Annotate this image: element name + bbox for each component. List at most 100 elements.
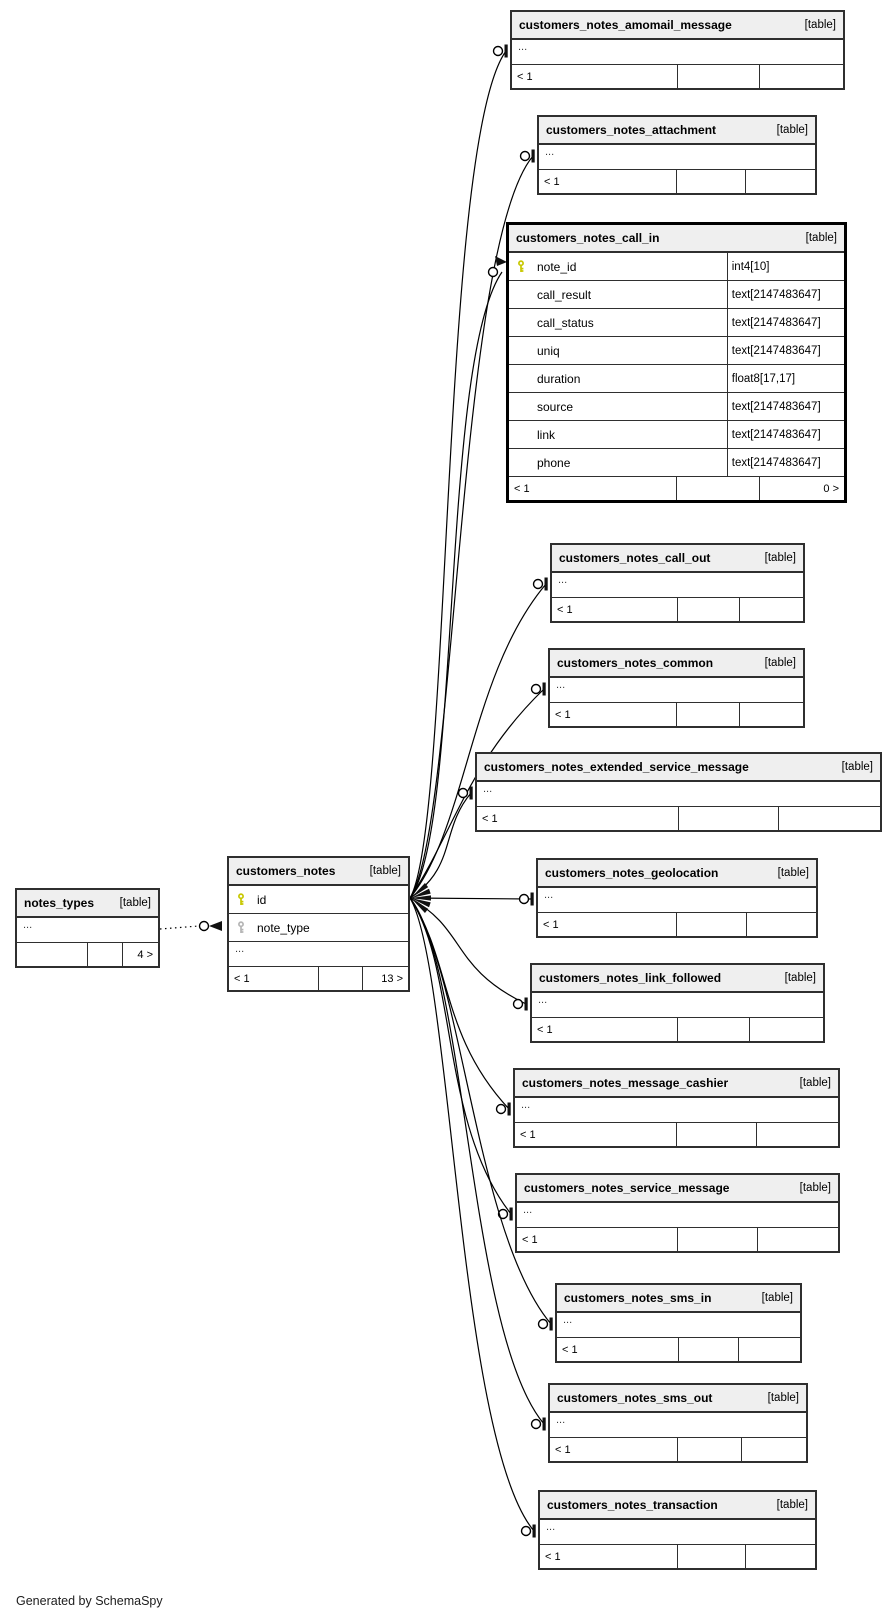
table-name[interactable]: customers_notes_transaction [547,1498,718,1512]
footer-cell [678,1018,751,1041]
table-node-customers-notes-sms-in[interactable]: customers_notes_sms_in[table]...< 1 [555,1283,802,1363]
footer-cell [746,170,815,193]
cardinality-zero-circle [487,266,499,278]
table-type-label: [table] [777,867,809,879]
key-glyph [238,921,244,933]
edge-curve-customers-notes-transaction [409,897,535,1532]
table-footer: 4 > [17,943,158,966]
hub-arrowhead [411,883,429,898]
table-type-label: [table] [119,897,151,909]
footer-cell [677,913,747,936]
table-node-customers-notes-sms-out[interactable]: customers_notes_sms_out[table]...< 1 [548,1383,808,1463]
column-name: source [537,399,574,414]
footer-cell [678,1228,758,1251]
edge-curve-customers-notes-link-followed [409,897,527,1005]
footer-cell [746,1545,815,1568]
table-name[interactable]: customers_notes_attachment [546,123,717,137]
table-footer: < 1 [540,1545,815,1568]
column-type: text[2147483647] [726,337,844,364]
footer-cell [678,598,741,621]
table-name[interactable]: customers_notes [236,864,336,878]
cardinality-zero-circle [520,1525,532,1537]
more-columns-ellipsis: ... [540,1520,815,1545]
table-node-customers-notes-geolocation[interactable]: customers_notes_geolocation[table]...< 1 [536,858,818,938]
more-columns-ellipsis: ... [512,40,843,65]
primary-key-icon [509,260,537,273]
footer-cell [742,1438,806,1461]
table-header: customers_notes_sms_in[table] [557,1285,800,1313]
table-node-notes-types[interactable]: notes_types[table]...4 > [15,888,160,968]
table-footer: < 1 13 > [229,967,408,990]
footer-cell [760,65,843,88]
table-name[interactable]: customers_notes_call_in [516,231,660,245]
footer-cell [740,598,803,621]
column-type: int4[10] [726,253,844,280]
table-node-customers-notes-attachment[interactable]: customers_notes_attachment[table]...< 1 [537,115,817,195]
footer-cell [740,703,803,726]
table-node-customers-notes-transaction[interactable]: customers_notes_transaction[table]...< 1 [538,1490,817,1570]
footer-cell: < 1 [509,477,677,500]
footer-cell: < 1 [229,967,319,990]
cardinality-zero-circle [497,1208,509,1220]
table-header: customers_notes_transaction[table] [540,1492,815,1520]
cardinality-tee-bar [532,1524,536,1538]
table-name[interactable]: customers_notes_service_message [524,1181,730,1195]
table-name[interactable]: customers_notes_extended_service_message [484,760,749,774]
footer-cell [747,913,817,936]
column-row: uniq text[2147483647] [509,337,844,365]
footer-cell [678,65,761,88]
table-node-customers-notes-extended-service-message[interactable]: customers_notes_extended_service_message… [475,752,882,832]
column-name: uniq [537,343,560,358]
footer-cell: 13 > [381,972,403,985]
table-name[interactable]: customers_notes_amomail_message [519,18,732,32]
table-node-customers-notes-service-message[interactable]: customers_notes_service_message[table]..… [515,1173,840,1253]
table-name[interactable]: customers_notes_message_cashier [522,1076,729,1090]
table-name[interactable]: notes_types [24,896,95,910]
table-header: customers_notes_call_in[table] [509,225,844,253]
column-name: phone [537,455,571,470]
table-footer: < 1 [550,1438,806,1461]
cardinality-tee-bar [531,149,535,163]
table-name[interactable]: customers_notes_common [557,656,714,670]
table-footer: < 1 [477,807,880,830]
table-name[interactable]: customers_notes_geolocation [545,866,719,880]
footer-cell: < 1 [552,598,678,621]
table-name[interactable]: customers_notes_sms_in [564,1291,712,1305]
table-header: customers_notes_link_followed[table] [532,965,823,993]
footer-cell [17,943,88,966]
column-type: text[2147483647] [726,309,844,336]
cardinality-zero-circle [519,150,531,162]
table-type-label: [table] [764,657,796,669]
table-name[interactable]: customers_notes_call_out [559,551,711,565]
table-type-label: [table] [776,124,808,136]
column-type: text[2147483647] [726,281,844,308]
table-header: customers_notes_geolocation [table] [538,860,816,888]
table-header: notes_types [table] [17,890,158,918]
table-node-customers-notes-link-followed[interactable]: customers_notes_link_followed[table]...<… [530,963,825,1043]
hub-arrowhead [411,895,431,901]
table-footer: < 1 [557,1338,800,1361]
footer-cell [679,1338,740,1361]
footer-cell [758,1228,838,1251]
table-name[interactable]: customers_notes_sms_out [557,1391,713,1405]
table-node-customers-notes-message-cashier[interactable]: customers_notes_message_cashier[table]..… [513,1068,840,1148]
more-columns-ellipsis: ... [550,1413,806,1438]
footer-cell [678,1545,747,1568]
cardinality-tee-bar [504,44,508,58]
implied-edge-arrowhead [209,921,222,931]
table-node-customers-notes-call-out[interactable]: customers_notes_call_out[table]...< 1 [550,543,805,623]
table-name[interactable]: customers_notes_link_followed [539,971,722,985]
column-row: note_type [229,914,408,942]
edge-curve-customers-notes-sms-out [409,897,545,1425]
table-node-customers-notes-common[interactable]: customers_notes_common[table]...< 1 [548,648,805,728]
table-footer: < 1 [515,1123,838,1146]
more-columns-ellipsis: ... [557,1313,800,1338]
footer-cell [757,1123,838,1146]
cardinality-zero-circle [530,683,542,695]
table-header: customers_notes_amomail_message[table] [512,12,843,40]
table-node-customers-notes-amomail-message[interactable]: customers_notes_amomail_message[table]..… [510,10,845,90]
footer-cell: < 1 [550,1438,678,1461]
